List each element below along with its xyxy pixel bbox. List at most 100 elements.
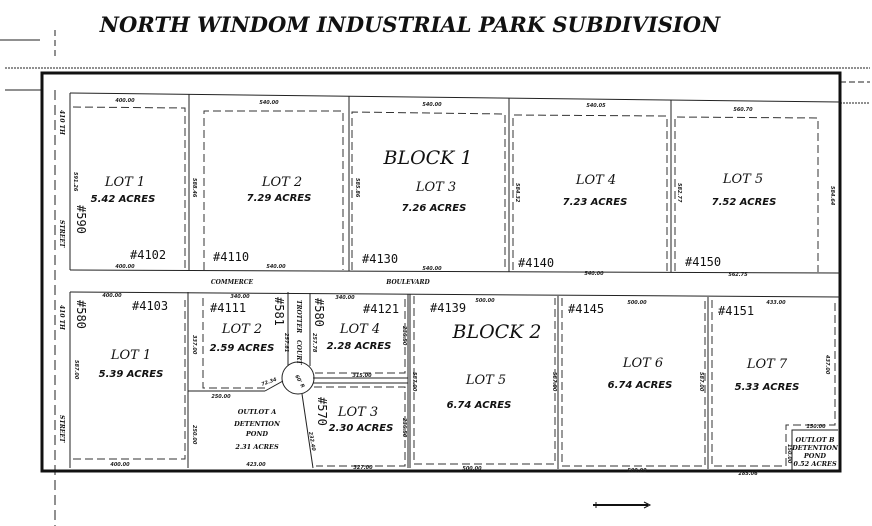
outlot-b-line: DETENTION xyxy=(791,444,839,452)
address: #570 xyxy=(315,397,329,426)
dimension: 327.00 xyxy=(353,465,373,471)
dimension: 585.86 xyxy=(354,178,360,198)
court-name: COURT xyxy=(295,340,302,365)
dimension: 560.70 xyxy=(733,107,753,113)
dimension: 562.75 xyxy=(728,272,748,278)
dimension: 400.00 xyxy=(110,462,130,468)
dimension: 587.00 xyxy=(698,372,704,392)
dimension: 587.00 xyxy=(73,360,79,380)
street-name: STREET xyxy=(58,220,65,248)
address: #4130 xyxy=(362,252,398,266)
plat-title: NORTH WINDOM INDUSTRIAL PARK SUBDIVISION xyxy=(99,12,721,37)
dimension: 584.64 xyxy=(829,186,835,206)
dimension: 540.00 xyxy=(584,271,604,277)
dimension: 423.00 xyxy=(246,462,266,468)
outlot-a-line: DETENTION xyxy=(233,420,281,428)
address: #4145 xyxy=(568,302,604,316)
dimension: 337.00 xyxy=(191,335,197,355)
outlot-b-acres: 0.52 ACRES xyxy=(793,460,837,468)
address: #4140 xyxy=(518,256,554,270)
address: #4151 xyxy=(718,304,754,318)
lot-label: LOT 3 xyxy=(415,180,456,195)
dimension: 340.00 xyxy=(335,295,355,301)
subdivision-boundary xyxy=(40,71,842,473)
dimension: 150.00 xyxy=(786,444,792,464)
dimension: 150.00 xyxy=(806,424,826,430)
dimension: 285.06 xyxy=(738,471,758,477)
dimension: 340.00 xyxy=(230,294,250,300)
address: #580 xyxy=(74,300,88,329)
lot-acres: 5.42 ACRES xyxy=(91,194,156,205)
outlot-a-label: OUTLOT A xyxy=(238,408,277,416)
outlot-b-label: OUTLOT B xyxy=(796,436,835,444)
lot-label: LOT 1 xyxy=(104,175,145,190)
dimension: 72.34 xyxy=(261,377,278,388)
dimension: 236.50 xyxy=(401,326,407,346)
address: #590 xyxy=(74,205,88,234)
lot-acres: 7.29 ACRES xyxy=(247,193,312,204)
lot-label: LOT 3 xyxy=(337,405,378,420)
dimension: 587.00 xyxy=(551,372,557,392)
address: #4121 xyxy=(363,302,399,316)
lot-label: LOT 6 xyxy=(622,356,663,371)
dimension: 250.00 xyxy=(191,425,197,445)
reference-lines xyxy=(0,30,870,526)
dimension: 315.00 xyxy=(352,373,372,379)
dimension: 437.00 xyxy=(824,355,830,375)
outlot-a-line: POND xyxy=(245,430,268,438)
block-1-lines xyxy=(69,92,841,274)
lot-acres: 2.59 ACRES xyxy=(210,343,275,354)
lot-acres: 6.74 ACRES xyxy=(447,400,512,411)
dimension: 540.00 xyxy=(422,266,442,272)
street-name: 410 TH xyxy=(58,305,65,330)
lot-acres: 5.33 ACRES xyxy=(735,382,800,393)
address: #4110 xyxy=(213,250,249,264)
lot-label: LOT 4 xyxy=(339,322,380,337)
dimension: 236.50 xyxy=(401,418,407,438)
address: #580 xyxy=(312,298,326,327)
block-label: BLOCK 2 xyxy=(451,321,541,343)
lot-label: LOT 2 xyxy=(221,322,262,337)
dimension: 500.00 xyxy=(627,468,647,474)
dimension: 540.05 xyxy=(586,103,606,109)
lot-acres: 7.26 ACRES xyxy=(402,203,467,214)
dimension: 500.00 xyxy=(627,300,647,306)
road-name: BOULEVARD xyxy=(385,279,430,286)
lot-label: LOT 4 xyxy=(575,173,616,188)
court-name: TROTTER xyxy=(295,300,302,333)
lot-label: LOT 1 xyxy=(110,348,151,363)
street-labels: 410 TH STREET 410 TH STREET COMMERCE BOU… xyxy=(58,110,431,443)
dimension: 588.46 xyxy=(191,178,197,198)
dimension: 587.00 xyxy=(411,372,417,392)
dimension: 257.81 xyxy=(283,333,289,352)
dimension: 540.00 xyxy=(266,264,286,270)
lot-label: LOT 5 xyxy=(465,373,506,388)
outlot-b-line: POND xyxy=(803,452,826,460)
address: #581 xyxy=(272,297,286,326)
street-name: 410 TH xyxy=(58,110,65,135)
block-2-labels: BLOCK 2 LOT 1 5.39 ACRES LOT 2 2.59 ACRE… xyxy=(73,293,839,477)
dimension: 540.00 xyxy=(422,102,442,108)
lot-label: LOT 5 xyxy=(722,172,763,187)
address: #4139 xyxy=(430,301,466,315)
lot-acres: 6.74 ACRES xyxy=(608,380,673,391)
commerce-boulevard-south-edge xyxy=(69,291,841,298)
block-label: BLOCK 1 xyxy=(382,147,472,169)
dimension: 584.32 xyxy=(514,183,520,203)
block-2-lines xyxy=(69,292,838,470)
lot-acres: 2.28 ACRES xyxy=(327,341,392,352)
dimension: 540.00 xyxy=(259,100,279,106)
street-name: STREET xyxy=(58,415,65,443)
road-name: COMMERCE xyxy=(211,279,254,286)
dimension: 400.00 xyxy=(102,293,122,299)
lot-label: LOT 7 xyxy=(746,357,788,372)
address: #4150 xyxy=(685,255,721,269)
dimension: 400.00 xyxy=(115,98,135,104)
dimension: 591.26 xyxy=(72,172,78,192)
address: #4111 xyxy=(210,301,246,315)
address: #4102 xyxy=(130,248,166,262)
dimension: 500.00 xyxy=(462,466,482,472)
dimension: 582.77 xyxy=(676,183,682,203)
dimension: 433.00 xyxy=(766,300,786,306)
